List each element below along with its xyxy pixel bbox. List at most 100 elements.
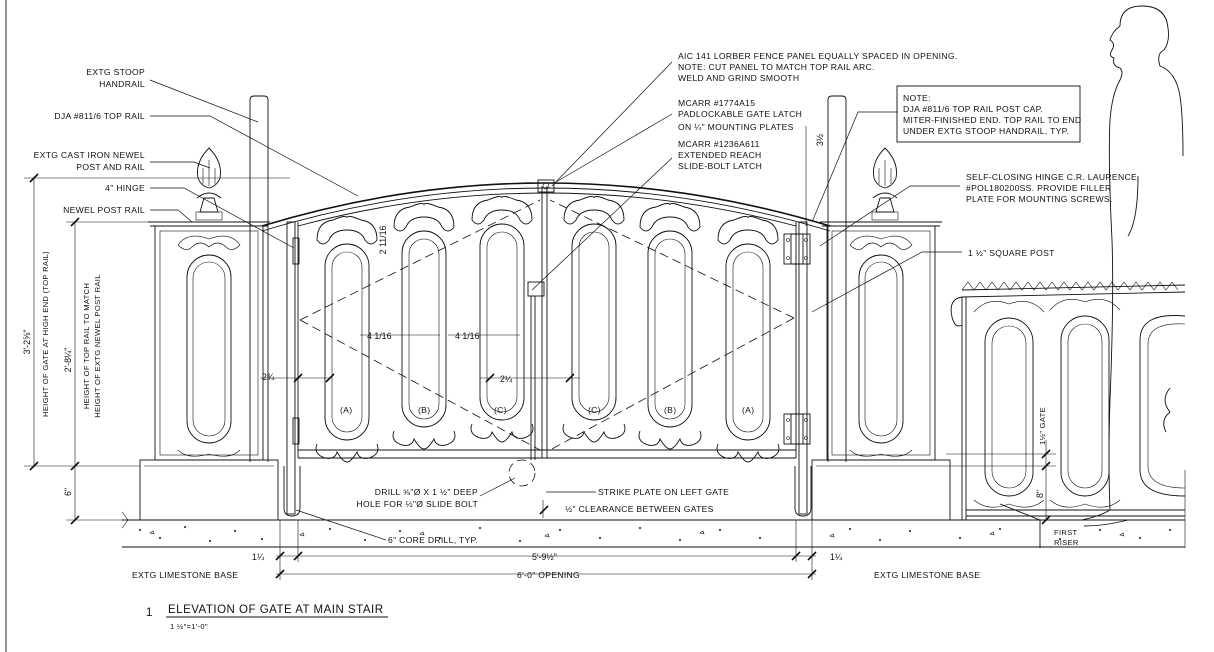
dim-gate-height: 3'-2⅝" [22,330,32,355]
dim-center-gap: 2¼ [500,374,513,384]
callout-gate-latch-2: PADLOCKABLE GATE LATCH [678,109,802,119]
dim-limestone-left: EXTG LIMESTONE BASE [132,570,238,580]
dim-limestone-right: EXTG LIMESTONE BASE [874,570,980,580]
fence-panels [315,195,780,463]
fence-panel-frame [401,230,447,428]
callout-panel-1: AIC 141 LORBER FENCE PANEL EQUALLY SPACE… [678,51,958,61]
dim-first-riser-2: RISER [1054,538,1079,547]
panel-tag: (A) [742,405,754,415]
fence-panel-inner [578,231,610,413]
callout-top-rail: DJA #811/6 TOP RAIL [54,111,145,121]
callout-drill-hole-1: DRILL ⅝"Ø X 1 ½" DEEP [375,487,478,497]
dim-gate-clear-right: 1½" GATE [1038,407,1047,445]
callout-newel-post-rail: NEWEL POST RAIL [63,205,145,215]
slide-bolt-icon [508,281,545,487]
gate-latch-icon [537,179,555,193]
callout-panel-3: WELD AND GRIND SMOOTH [678,73,799,83]
callout-slide-bolt-2: EXTENDED REACH [678,150,761,160]
callout-clearance: ½" CLEARANCE BETWEEN GATES [565,504,714,514]
dim-arc-rise: 2 11/16 [378,226,388,255]
dim-gate-width: 5'-9½" [532,552,557,562]
callout-closing-hinge-2: #POL180200SS. PROVIDE FILLER [966,183,1112,193]
note-line-4: UNDER EXTG STOOP HANDRAIL, TYP. [903,126,1069,136]
dim-gate-height-label: HEIGHT OF GATE AT HIGH END (TOP RAIL) [41,251,50,417]
right-vertical-dimensions [805,126,1056,525]
panel-crest-scroll [471,195,533,225]
dim-rail-height-label-1: HEIGHT OF TOP RAIL TO MATCH [82,283,91,409]
panel-crest-scroll [393,202,455,232]
panel-tag: (B) [418,405,430,415]
callout-stoop-handrail-1: EXTG STOOP [86,67,145,77]
callout-newel-post-1: EXTG CAST IRON NEWEL [34,150,145,160]
fence-panel-frame [479,223,525,421]
panel-crest-scroll [639,202,701,232]
panel-foot-scroll [470,423,534,443]
callout-stoop-handrail-2: HANDRAIL [99,79,145,89]
panel-foot-scroll [562,423,626,443]
callout-closing-hinge-1: SELF-CLOSING HINGE C.R. LAURENCE [966,172,1137,182]
panel-crest-scroll [563,195,625,225]
title-block: 1 ELEVATION OF GATE AT MAIN STAIR 1 ½"=1… [146,604,388,631]
dim-post-offset: 3½ [815,133,825,146]
panel-crest-scroll [316,215,378,245]
right-newel-finial-icon [871,147,899,221]
panel-tag: (C) [494,405,507,415]
panel-foot-scroll [638,430,702,450]
existing-stoop-railing [950,281,1186,548]
callout-hinge: 4" HINGE [105,183,145,193]
panel-tag: (A) [340,405,352,415]
note-line-1: NOTE: [903,93,931,103]
dim-left-base: 1¼ [252,552,265,562]
note-box-text: NOTE: DJA #811/6 TOP RAIL POST CAP. MITE… [903,93,1081,136]
dim-left-gap: 2¾ [262,372,275,382]
fence-panel-inner [654,238,686,420]
gate-frame [297,186,797,459]
right-newel-post [820,221,942,461]
callout-drill-hole-2: HOLE FOR ½"Ø SLIDE BOLT [356,499,478,509]
gate-swing-lines [299,199,795,451]
dim-riser-height: 8" [1035,490,1045,498]
note-line-3: MITER-FINISHED END. TOP RAIL TO END [903,115,1081,125]
panel-foot-scroll [716,443,780,463]
fence-panel-frame [324,243,370,441]
fence-panel-frame [647,230,693,428]
left-callouts: EXTG STOOP HANDRAIL DJA #811/6 TOP RAIL … [34,67,145,215]
vertical-dimensions [24,173,290,525]
note-box [896,85,1081,143]
panel-foot-scroll [315,443,379,463]
fence-panel-inner [408,238,440,420]
horizontal-dimensions [260,334,817,580]
callout-slide-bolt-1: MCARR #1236A611 [678,139,760,149]
dim-picket-spacing-2: 4 1/16 [455,331,480,341]
panel-tag: (B) [664,405,676,415]
drawing-title: ELEVATION OF GATE AT MAIN STAIR [168,604,384,616]
note-line-2: DJA #811/6 TOP RAIL POST CAP. [903,104,1043,114]
panel-crest-scroll [717,215,779,245]
top-callouts: AIC 141 LORBER FENCE PANEL EQUALLY SPACE… [678,51,958,171]
dim-first-riser-1: FIRST [1054,528,1077,537]
left-limestone-base [139,459,279,521]
dim-rail-height: 2'-8¼" [63,348,73,373]
dim-right-base: 1¼ [830,552,843,562]
panel-foot-scroll [392,430,456,450]
fence-panel-inner [486,231,518,413]
callout-panel-2: NOTE: CUT PANEL TO MATCH TOP RAIL ARC. [678,62,875,72]
left-newel-post [148,221,270,461]
callout-newel-post-2: POST AND RAIL [76,162,145,172]
drawing-scale: 1 ½"=1'-0" [170,622,208,631]
right-callouts: SELF-CLOSING HINGE C.R. LAURENCE #POL180… [966,172,1137,258]
callout-closing-hinge-3: PLATE FOR MOUNTING SCREWS. [966,194,1113,204]
fence-panel-frame [725,243,771,441]
dim-opening: 6'-0" OPENING [517,570,580,580]
dim-base-height: 6" [63,488,73,496]
panel-tag: (C) [588,405,601,415]
left-newel-finial-icon [195,147,223,221]
fence-panel-inner [732,251,764,433]
callout-gate-latch-3: ON ¼" MOUNTING PLATES [678,122,794,132]
callout-slide-bolt-3: SLIDE-BOLT LATCH [678,161,762,171]
gate-posts [286,221,808,515]
fence-panel-frame [571,223,617,421]
callout-square-post: 1 ½" SQUARE POST [968,248,1055,258]
human-scale-figure-icon [1081,5,1184,527]
